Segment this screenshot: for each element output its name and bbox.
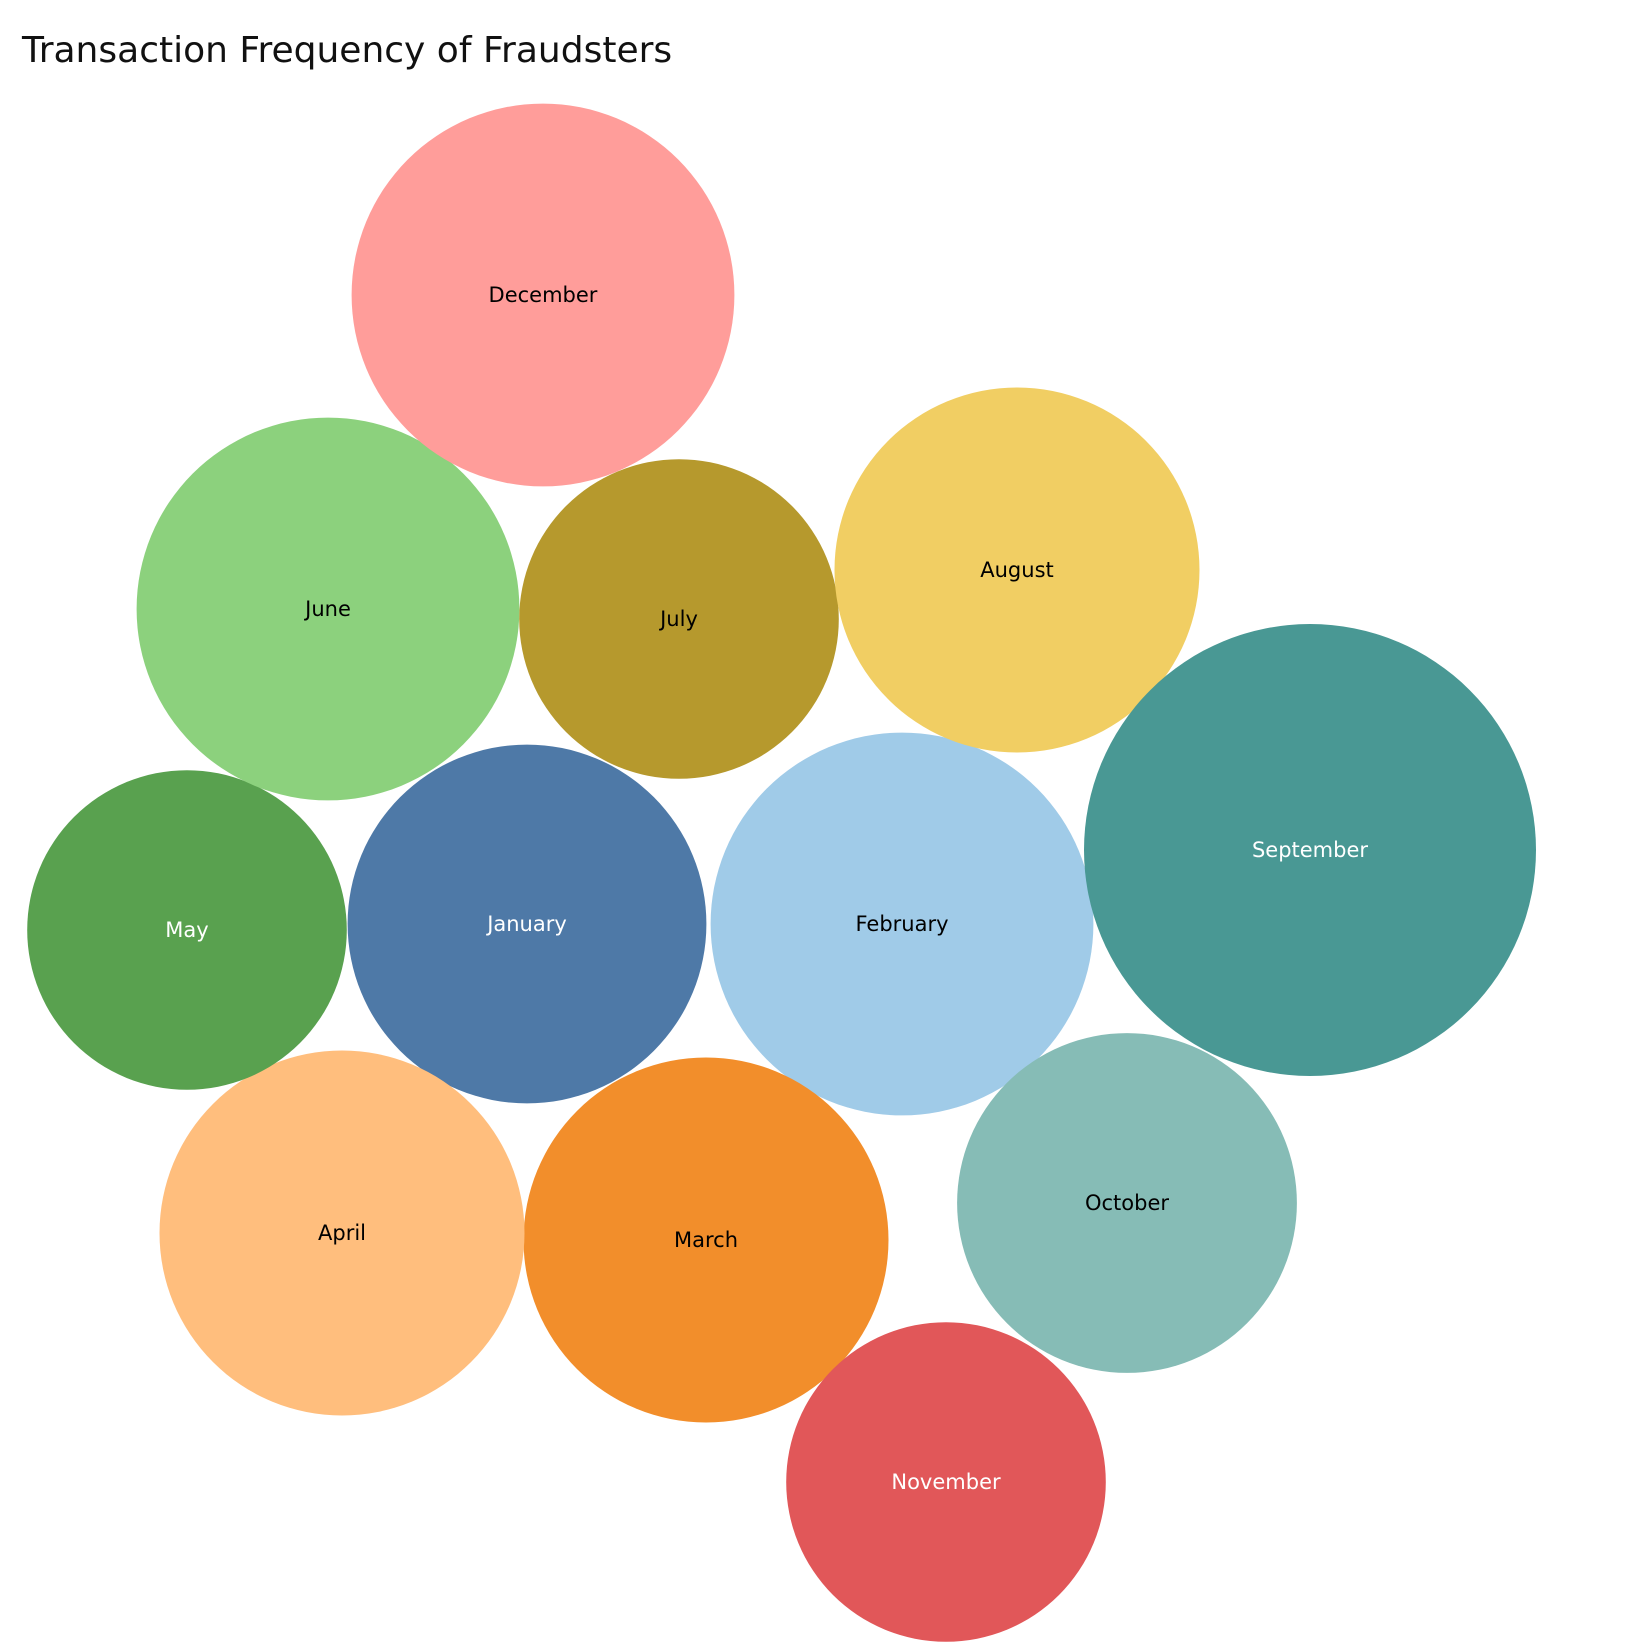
bubble-circle-june[interactable] [136,417,520,801]
bubble-august[interactable]: August [834,387,1200,753]
bubble-label-october: October [1085,1191,1169,1215]
bubble-october[interactable]: October [957,1033,1297,1373]
bubble-label-april: April [318,1221,366,1245]
bubble-april[interactable]: April [159,1050,525,1416]
bubble-circle-march[interactable] [523,1057,889,1423]
bubble-circle-august[interactable] [834,387,1200,753]
bubble-label-september: September [1252,838,1368,862]
bubble-january[interactable]: January [347,744,707,1104]
bubble-february[interactable]: February [710,732,1094,1116]
bubble-label-march: March [674,1228,738,1252]
bubble-label-july: July [658,607,698,631]
bubble-circle-february[interactable] [710,732,1094,1116]
bubble-label-february: February [855,912,948,936]
bubble-may[interactable]: May [27,770,347,1090]
bubble-label-december: December [489,283,598,307]
bubble-label-june: June [303,597,351,621]
bubble-circle-january[interactable] [347,744,707,1104]
bubble-label-november: November [891,1470,1001,1494]
bubble-december[interactable]: December [351,103,735,487]
bubble-june[interactable]: June [136,417,520,801]
bubble-label-may: May [165,918,208,942]
bubble-circle-may[interactable] [27,770,347,1090]
bubble-circle-november[interactable] [786,1322,1106,1642]
bubble-circle-april[interactable] [159,1050,525,1416]
bubble-november[interactable]: November [786,1322,1106,1642]
bubble-circle-september[interactable] [1084,624,1536,1076]
bubble-july[interactable]: July [519,459,839,779]
bubble-circle-july[interactable] [519,459,839,779]
bubble-label-august: August [980,558,1054,582]
bubble-circle-october[interactable] [957,1033,1297,1373]
bubble-label-january: January [485,912,567,936]
bubble-circle-december[interactable] [351,103,735,487]
chart-title: Transaction Frequency of Fraudsters [22,30,673,71]
bubble-march[interactable]: March [523,1057,889,1423]
bubble-september[interactable]: September [1084,624,1536,1076]
